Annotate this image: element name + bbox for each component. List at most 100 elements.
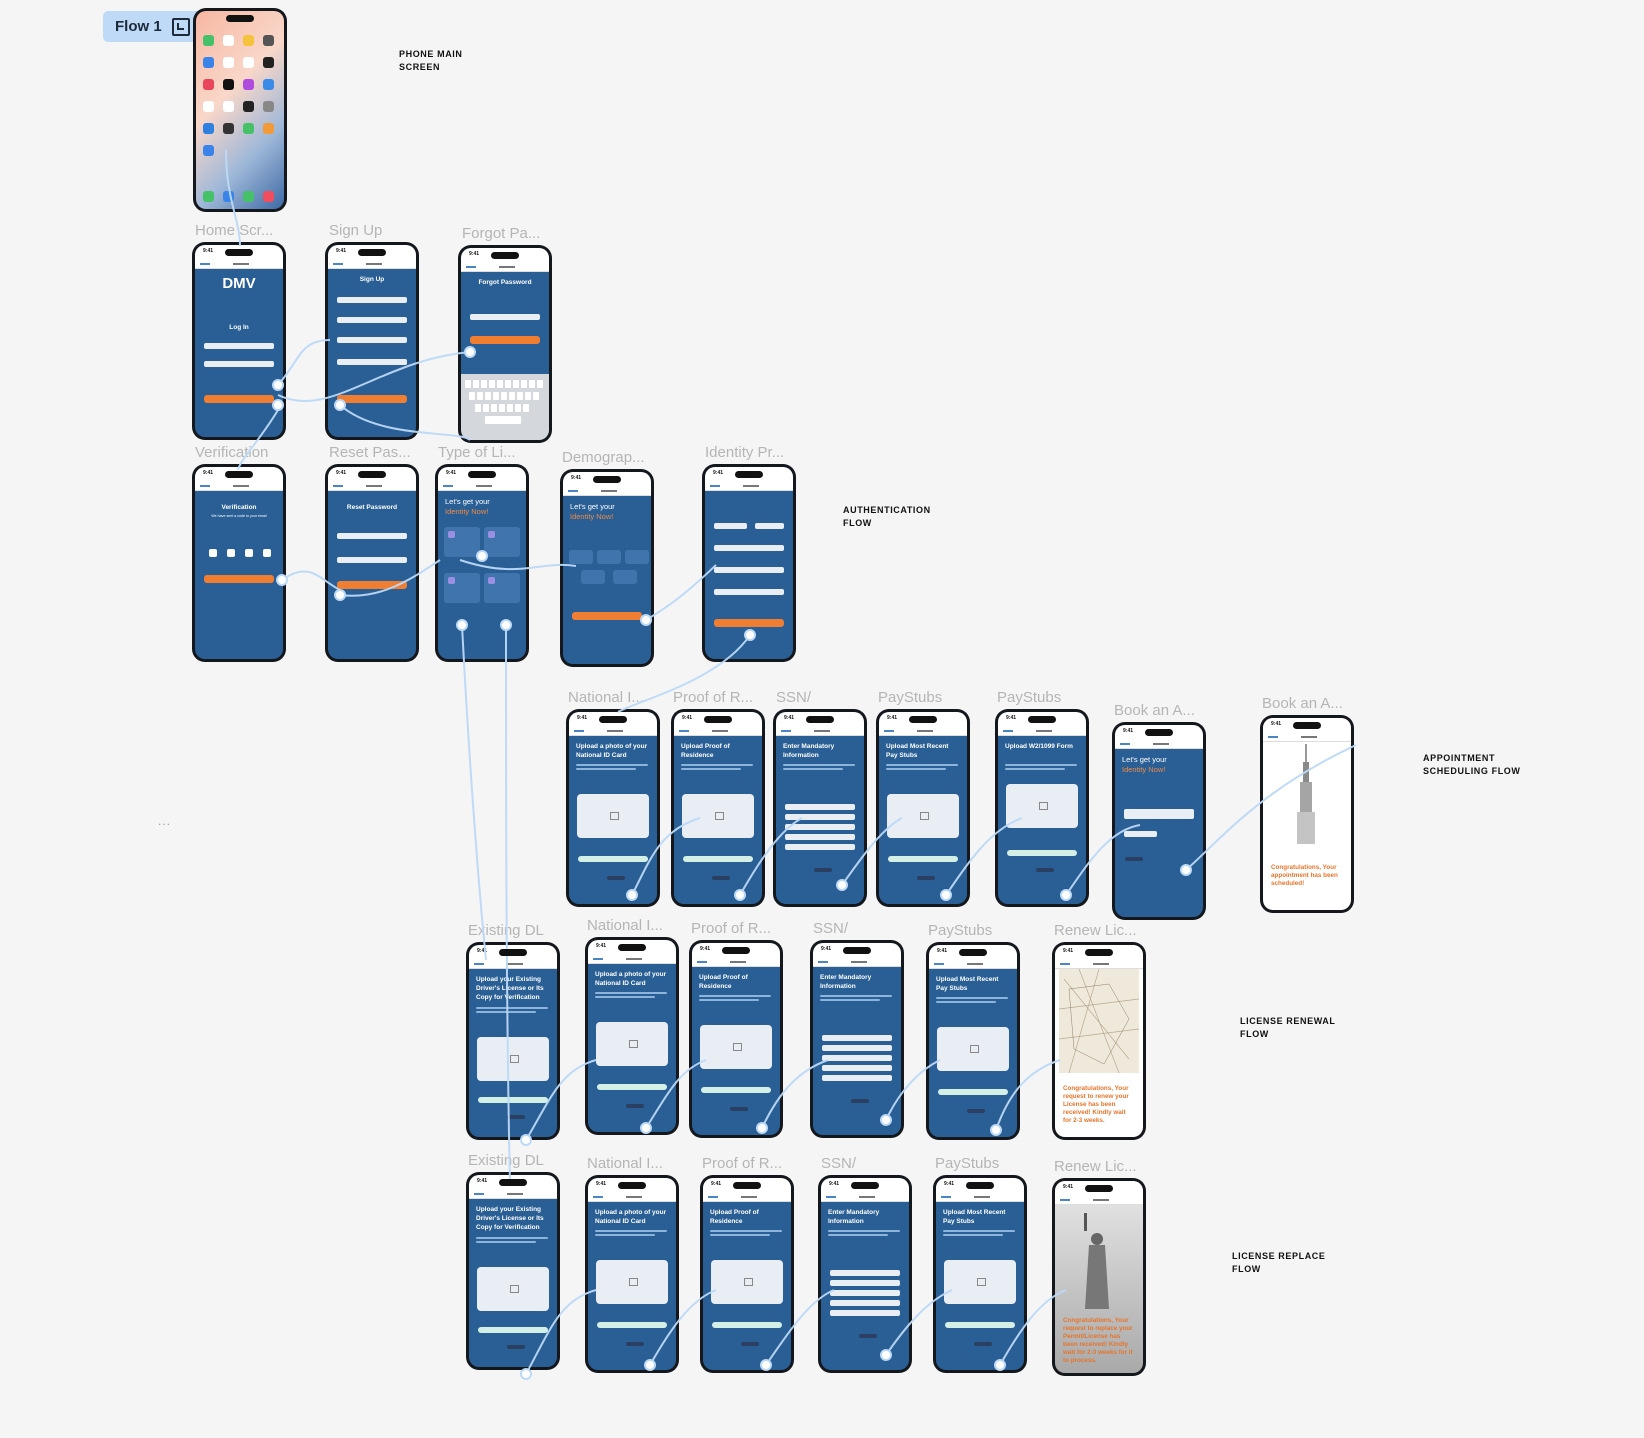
first-name-field[interactable] <box>714 523 747 529</box>
upload-button[interactable] <box>478 1327 548 1333</box>
email-field[interactable] <box>470 314 540 320</box>
dmv-app-icon[interactable] <box>203 145 214 156</box>
upload-button[interactable] <box>945 1322 1015 1328</box>
name-field[interactable] <box>822 1045 892 1051</box>
phone-field[interactable] <box>714 567 784 573</box>
upload-button[interactable] <box>701 1087 771 1093</box>
upload-paystubs-screen[interactable]: Upload Most Recent Pay Stubs <box>926 942 1020 1140</box>
upload-existing-dl-screen[interactable]: Upload your Existing Driver's License or… <box>466 942 560 1140</box>
ssn-field[interactable] <box>830 1270 900 1276</box>
submit-button[interactable] <box>814 868 832 872</box>
license-option-card[interactable] <box>444 527 480 557</box>
password-field[interactable] <box>337 337 407 343</box>
last-name-field[interactable] <box>755 523 784 529</box>
replace-confirmation-screen[interactable]: Congratulations, Your request to replace… <box>1052 1178 1146 1376</box>
option-card[interactable] <box>569 550 593 564</box>
upload-button[interactable] <box>683 856 753 862</box>
upload-national-id-screen[interactable]: Upload a photo of your National ID Card <box>585 1175 679 1373</box>
music-icon[interactable] <box>263 191 274 202</box>
wallet-icon[interactable] <box>243 101 254 112</box>
mandatory-info-screen[interactable]: Enter Mandatory Information <box>818 1175 912 1373</box>
maps-icon[interactable] <box>203 101 214 112</box>
submit-button[interactable] <box>337 581 407 589</box>
password-field[interactable] <box>822 1065 892 1071</box>
upload-dropzone[interactable] <box>596 1260 668 1304</box>
option-card[interactable] <box>613 570 637 584</box>
calendar-icon[interactable] <box>223 35 234 46</box>
upload-national-id-screen[interactable]: Upload a photo of your National ID Card <box>585 937 679 1135</box>
option-card[interactable] <box>597 550 621 564</box>
upload-proof-screen[interactable]: Upload Proof of Residence <box>700 1175 794 1373</box>
ssn-field[interactable] <box>785 804 855 810</box>
reset-password-screen[interactable]: Reset Password <box>325 464 419 662</box>
password-field[interactable] <box>204 361 274 367</box>
new-password-field[interactable] <box>337 533 407 539</box>
signup-screen[interactable]: Sign Up <box>325 242 419 440</box>
weather-icon[interactable] <box>203 123 214 134</box>
option-card[interactable] <box>625 550 649 564</box>
location-field[interactable] <box>1124 809 1194 819</box>
submit-button[interactable] <box>917 876 935 880</box>
facetime-icon[interactable] <box>203 35 214 46</box>
license-option-card[interactable] <box>484 573 520 603</box>
upload-dropzone[interactable] <box>477 1267 549 1311</box>
upload-dropzone[interactable] <box>1006 784 1078 828</box>
play-frame-icon[interactable] <box>171 17 190 36</box>
email-field[interactable] <box>785 824 855 830</box>
safari-icon[interactable] <box>223 191 234 202</box>
home-app-icon[interactable] <box>263 123 274 134</box>
upload-dropzone[interactable] <box>937 1027 1009 1071</box>
demographics-screen[interactable]: Let's get your Identity Now! <box>560 469 654 667</box>
submit-button[interactable] <box>507 1345 525 1349</box>
submit-button[interactable] <box>626 1104 644 1108</box>
clock-icon[interactable] <box>263 57 274 68</box>
upload-button[interactable] <box>1007 850 1077 856</box>
stocks-icon[interactable] <box>223 123 234 134</box>
upload-button[interactable] <box>478 1097 548 1103</box>
submit-button[interactable] <box>626 1342 644 1346</box>
otp-digit[interactable] <box>263 549 271 557</box>
submit-button[interactable] <box>859 1334 877 1338</box>
password-field[interactable] <box>785 834 855 840</box>
confirm-field[interactable] <box>785 844 855 850</box>
signup-button[interactable] <box>337 395 407 403</box>
podcasts-icon[interactable] <box>243 79 254 90</box>
keyboard[interactable] <box>461 374 549 440</box>
upload-dropzone[interactable] <box>944 1260 1016 1304</box>
mail-icon[interactable] <box>203 57 214 68</box>
confirm-field[interactable] <box>830 1310 900 1316</box>
login-screen[interactable]: DMV Log In <box>192 242 286 440</box>
upload-button[interactable] <box>888 856 958 862</box>
upload-button[interactable] <box>938 1089 1008 1095</box>
flow-tag[interactable]: Flow 1 <box>103 11 202 42</box>
name-field[interactable] <box>785 814 855 820</box>
upload-paystubs-screen[interactable]: Upload Most Recent Pay Stubs <box>876 709 970 907</box>
mandatory-info-screen[interactable]: Enter Mandatory Information <box>810 940 904 1138</box>
identity-proof-screen[interactable] <box>702 464 796 662</box>
mandatory-info-screen[interactable]: Enter Mandatory Information <box>773 709 867 907</box>
reminders-icon[interactable] <box>243 57 254 68</box>
submit-button[interactable] <box>607 876 625 880</box>
confirm-password-field[interactable] <box>337 557 407 563</box>
otp-digit[interactable] <box>245 549 253 557</box>
findmy-icon[interactable] <box>243 123 254 134</box>
forgot-password-screen[interactable]: Forgot Password <box>458 245 552 443</box>
camera-icon[interactable] <box>263 35 274 46</box>
messages-icon[interactable] <box>243 191 254 202</box>
otp-digit[interactable] <box>227 549 235 557</box>
upload-dropzone[interactable] <box>477 1037 549 1081</box>
login-button[interactable] <box>204 395 274 403</box>
submit-button[interactable] <box>730 1107 748 1111</box>
upload-national-id-screen[interactable]: Upload a photo of your National ID Card <box>566 709 660 907</box>
health-icon[interactable] <box>223 101 234 112</box>
news-icon[interactable] <box>203 79 214 90</box>
upload-dropzone[interactable] <box>887 794 959 838</box>
notes-icon[interactable] <box>223 57 234 68</box>
email-field[interactable] <box>822 1055 892 1061</box>
upload-proof-screen[interactable]: Upload Proof of Residence <box>671 709 765 907</box>
option-card[interactable] <box>581 570 605 584</box>
submit-button[interactable] <box>967 1109 985 1113</box>
submit-button[interactable] <box>1125 857 1143 861</box>
submit-button[interactable] <box>1036 868 1054 872</box>
name-field[interactable] <box>337 297 407 303</box>
